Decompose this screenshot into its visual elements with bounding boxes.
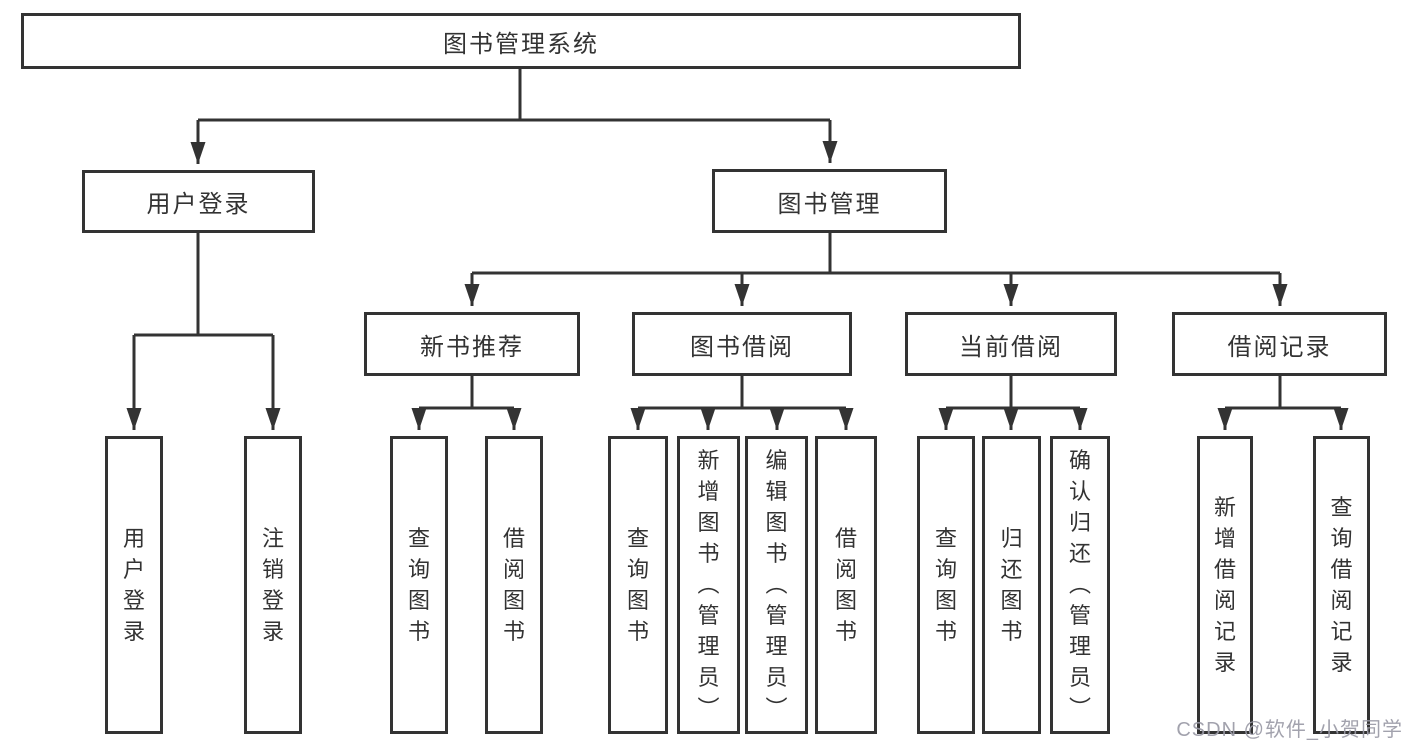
- node-library-system: 图书管理系统: [21, 13, 1021, 69]
- node-new-book-recommend: 新书推荐: [364, 312, 580, 376]
- node-borrow-records: 借阅记录: [1172, 312, 1387, 376]
- leaf-recommend-query-book: 查询图书: [390, 436, 448, 734]
- leaf-borrow-add-book-admin: 新增图书︵管理员︶: [677, 436, 740, 734]
- leaf-borrow-query-book: 查询图书: [608, 436, 668, 734]
- node-current-borrow: 当前借阅: [905, 312, 1117, 376]
- leaf-records-add-record: 新增借阅记录: [1197, 436, 1253, 734]
- leaf-current-return-book: 归还图书: [982, 436, 1041, 734]
- leaf-user-login: 用户登录: [105, 436, 163, 734]
- leaf-borrow-edit-book-admin: 编辑图书︵管理员︶: [745, 436, 808, 734]
- leaf-logout: 注销登录: [244, 436, 302, 734]
- csdn-watermark: CSDN @软件_小贺同学: [1176, 719, 1403, 741]
- leaf-borrow-borrow-book: 借阅图书: [815, 436, 877, 734]
- leaf-records-query-record: 查询借阅记录: [1313, 436, 1370, 734]
- node-book-management: 图书管理: [712, 169, 947, 233]
- leaf-current-query-book: 查询图书: [917, 436, 975, 734]
- node-book-borrow: 图书借阅: [632, 312, 852, 376]
- leaf-current-confirm-return-admin: 确认归还︵管理员︶: [1050, 436, 1110, 734]
- leaf-recommend-borrow-book: 借阅图书: [485, 436, 543, 734]
- node-user-login: 用户登录: [82, 170, 315, 233]
